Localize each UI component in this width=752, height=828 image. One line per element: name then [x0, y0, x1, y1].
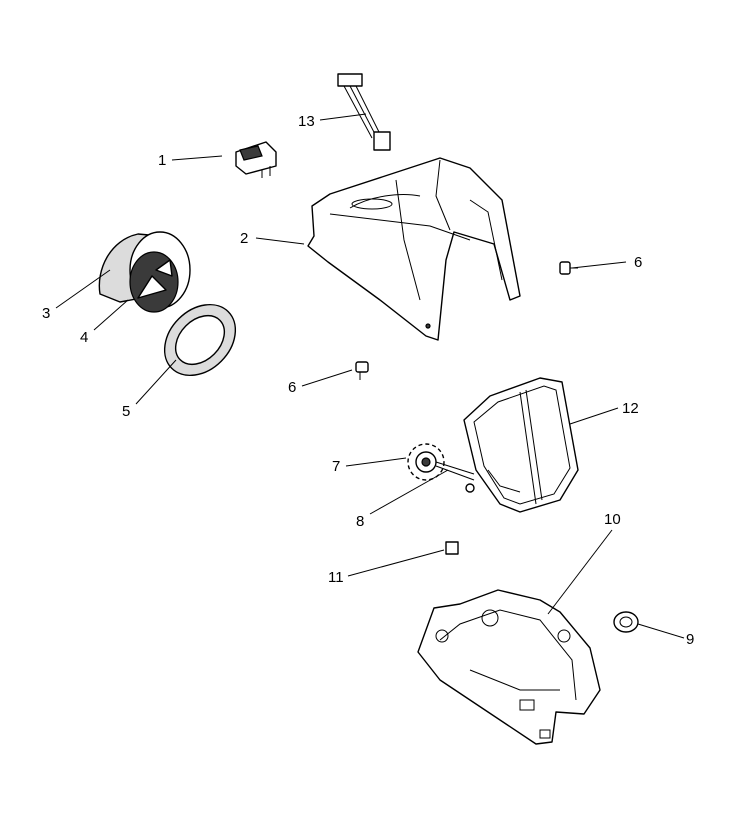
part-13-wire-harness — [337, 73, 391, 151]
part-4-gauge — [129, 231, 191, 313]
leader-6a — [571, 261, 627, 269]
callout-1: 1 — [158, 152, 166, 169]
callout-8: 8 — [356, 513, 364, 530]
callout-4: 4 — [80, 329, 88, 346]
leader-3 — [55, 269, 111, 309]
callout-2: 2 — [240, 230, 248, 247]
leader-12 — [569, 407, 619, 425]
part-1-switch — [235, 141, 277, 178]
part-6-screw-left — [355, 361, 369, 380]
leader-6b — [301, 369, 353, 387]
leader-13 — [319, 113, 367, 121]
callout-10: 10 — [604, 511, 621, 528]
callout-5: 5 — [122, 403, 130, 420]
part-12-headlight — [463, 377, 579, 513]
leader-5 — [135, 359, 177, 405]
leader-8 — [369, 469, 449, 515]
part-7-socket — [407, 443, 445, 481]
callout-labels: 1 2 3 4 5 6 6 7 8 9 10 11 12 13 — [42, 113, 694, 648]
leader-1 — [171, 155, 223, 161]
callout-6a: 6 — [634, 254, 642, 271]
callout-11: 11 — [328, 569, 344, 586]
callout-3: 3 — [42, 305, 50, 322]
leader-2 — [255, 237, 305, 245]
part-10-lower-housing — [417, 589, 601, 745]
leader-7 — [345, 457, 407, 467]
leader-4 — [93, 299, 129, 331]
leader-11 — [347, 549, 445, 577]
leader-10 — [547, 529, 613, 615]
part-11-clip — [445, 541, 459, 555]
part-8-bulb-wire — [435, 461, 475, 493]
callout-6b: 6 — [288, 379, 296, 396]
part-5-ring — [163, 303, 237, 377]
callout-7: 7 — [332, 458, 340, 475]
leader-9 — [637, 623, 685, 639]
part-2-pod-cover — [307, 157, 521, 341]
callout-9: 9 — [686, 631, 694, 648]
callout-13: 13 — [298, 113, 315, 130]
part-9-grommet — [613, 611, 639, 633]
callout-12: 12 — [622, 400, 639, 417]
leader-lines — [55, 113, 685, 639]
